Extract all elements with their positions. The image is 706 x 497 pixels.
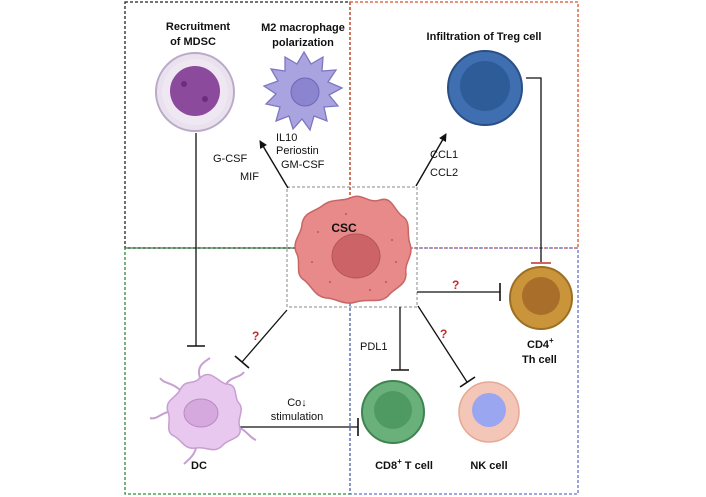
nk-cell: [458, 381, 520, 443]
cd4-label-line1: CD4+: [527, 336, 554, 351]
cd4-label-line2: Th cell: [522, 354, 557, 366]
dc-cd8-label-line1: Co↓: [287, 397, 307, 409]
cd4-label-sup: +: [549, 336, 554, 345]
inhibit-csc-to-cd8: [391, 307, 409, 371]
cd8-label-sup: +: [397, 457, 402, 466]
dc-cell: [149, 357, 257, 465]
m2-macrophage-cell: [262, 50, 344, 132]
csc-box: [286, 186, 418, 308]
mdsc-title-line2: of MDSC: [170, 36, 216, 48]
inhibit-mdsc-to-dc: [187, 133, 205, 347]
question-mark-nk: ?: [440, 327, 447, 341]
question-mark-cd4: ?: [452, 278, 459, 292]
m2-title-line1: M2 macrophage: [261, 22, 345, 34]
inhibit-csc-to-cd4: [417, 283, 501, 301]
arrow-csc-to-treg: [415, 133, 447, 187]
cd8-arrow-label-pdl1: PDL1: [360, 341, 388, 353]
cd8-label: CD8+ T cell: [375, 457, 433, 472]
treg-arrow-label-ccl2: CCL2: [430, 167, 458, 179]
treg-arrow-label-ccl1: CCL1: [430, 149, 458, 161]
cd4-label-base: CD4: [527, 339, 550, 351]
inhibit-csc-to-dc: [234, 309, 288, 369]
m2-arrow-label-gmcsf: GM-CSF: [281, 159, 325, 171]
cd8-label-suffix: T cell: [402, 460, 433, 472]
mdsc-cell: [155, 52, 235, 132]
inhibit-treg-to-cd4: [526, 77, 551, 264]
cd8-t-cell: [361, 380, 425, 444]
cd8-label-base: CD8: [375, 460, 397, 472]
m2-arrow-label-gcsf: G-CSF: [213, 153, 248, 165]
inhibit-csc-to-nk: [417, 305, 476, 388]
csc-cell: [294, 195, 412, 304]
m2-arrow-label-periostin: Periostin: [276, 145, 319, 157]
question-mark-dc: ?: [252, 329, 259, 343]
arrow-csc-to-m2: [259, 140, 289, 189]
inhibit-dc-to-cd8: [238, 418, 359, 436]
quadrant-bottom-right: [349, 247, 579, 495]
treg-cell: [447, 50, 523, 126]
treg-title: Infiltration of Treg cell: [427, 31, 542, 43]
dc-cd8-label-line2: stimulation: [271, 411, 324, 423]
cd4-th-cell: [509, 266, 573, 330]
quadrant-top-right: [349, 1, 579, 249]
mdsc-title-line1: Recruitment: [166, 21, 231, 33]
m2-arrow-label-mif: MIF: [240, 171, 259, 183]
m2-arrow-label-il10: IL10: [276, 132, 297, 144]
csc-label: CSC: [331, 221, 357, 235]
dc-label: DC: [191, 460, 207, 472]
m2-title-line2: polarization: [272, 37, 334, 49]
nk-label: NK cell: [470, 460, 507, 472]
